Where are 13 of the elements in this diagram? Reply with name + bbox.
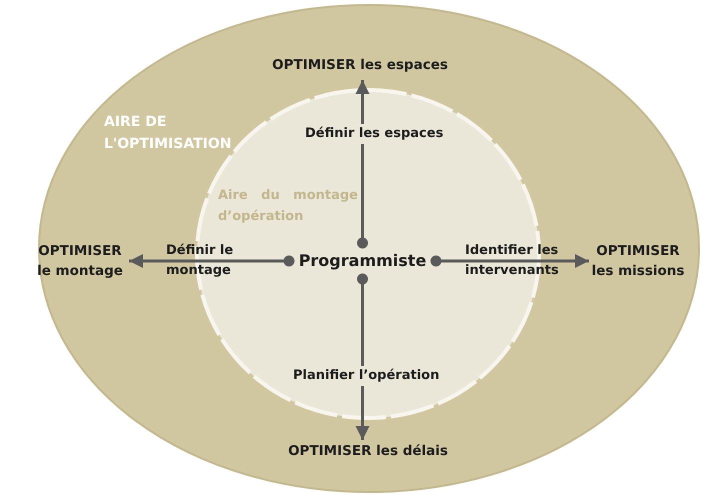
edge-label: Identifier les intervenants bbox=[465, 242, 560, 280]
arrow bbox=[129, 254, 294, 268]
arrow bbox=[356, 80, 370, 248]
arrow bbox=[430, 254, 589, 268]
edge-label: Définir le montage bbox=[166, 242, 234, 280]
zone-label: AIRE DE L'OPTIMISATION bbox=[104, 113, 232, 154]
center-label: Programmiste bbox=[289, 243, 436, 279]
goal-label: OPTIMISER les espaces bbox=[262, 54, 458, 80]
zone-label: Aire du montage d’opération bbox=[218, 187, 358, 226]
goal-label: OPTIMISER les missions bbox=[589, 241, 687, 282]
arrow bbox=[356, 274, 370, 440]
goal-label: OPTIMISER les délais bbox=[268, 440, 468, 462]
goal-label: OPTIMISER le montage bbox=[31, 241, 129, 282]
